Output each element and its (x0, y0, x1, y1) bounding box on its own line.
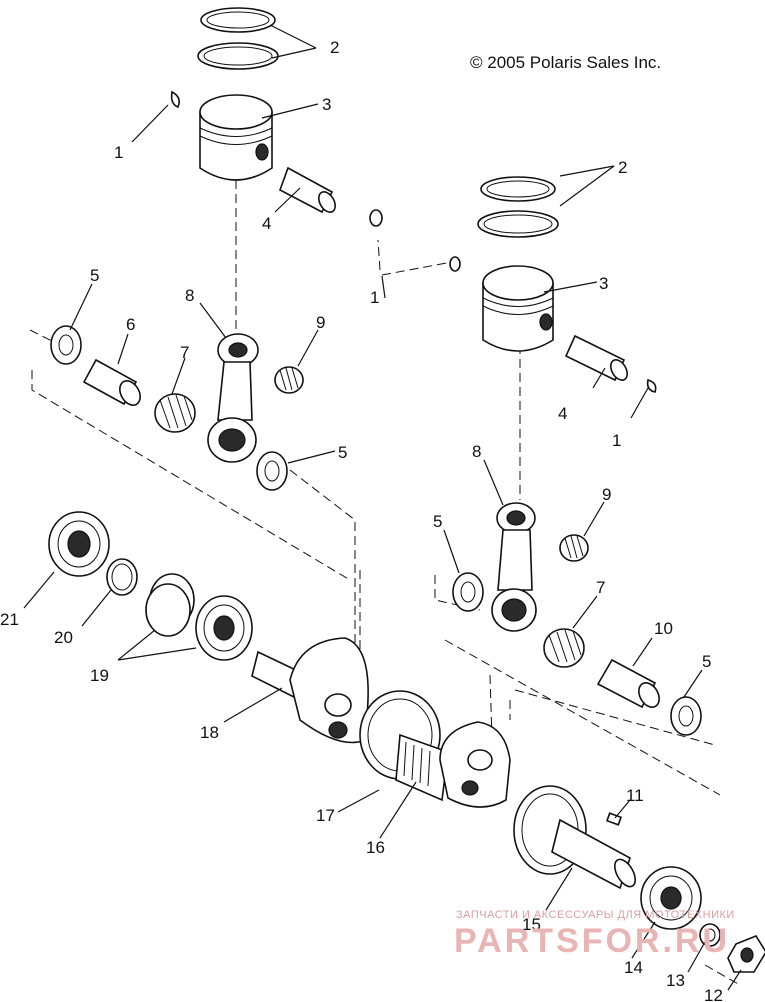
main-bearing-right (640, 866, 702, 930)
callout-4-top: 4 (262, 214, 271, 233)
callout-5-left-top: 5 (90, 266, 99, 285)
main-bearing-left-inner (195, 595, 253, 661)
thrust-washer-right-2 (670, 696, 702, 736)
crankshaft-left-half (251, 637, 369, 744)
callout-4-right: 4 (558, 404, 567, 423)
piston-right (482, 265, 554, 352)
callout-3-top: 3 (322, 95, 331, 114)
callout-1-middle: 1 (370, 288, 379, 307)
wrist-pin-clip-top-right (369, 209, 383, 227)
thrust-washer-right-1 (452, 572, 484, 612)
assembly-dash-lines (29, 180, 741, 986)
nut-right (727, 935, 765, 973)
main-bearing-left (48, 511, 110, 577)
connecting-rod-right (491, 502, 537, 632)
callout-5-left-bottom: 5 (338, 443, 347, 462)
callout-8-right: 8 (472, 442, 481, 461)
copyright-text: © 2005 Polaris Sales Inc. (470, 53, 661, 72)
watermark-tagline: ЗАПЧАСТИ И АКСЕССУАРЫ ДЛЯ МОТОТЕХНИКИ (456, 909, 735, 921)
crankshaft-middle-web (439, 721, 511, 808)
watermark: ЗАПЧАСТИ И АКСЕССУАРЫ ДЛЯ МОТОТЕХНИКИ PA… (454, 909, 735, 960)
callout-2-top: 2 (330, 38, 339, 57)
callout-13: 13 (666, 971, 685, 990)
callout-1-right: 1 (612, 431, 621, 450)
crank-pin-right (596, 658, 660, 709)
piston-top (199, 94, 273, 181)
wrist-pin-clip-top-left (170, 90, 180, 109)
callout-11: 11 (626, 786, 644, 805)
snap-rings-left (145, 573, 195, 637)
callout-15: 15 (522, 915, 541, 934)
woodruff-key (605, 812, 623, 826)
wrist-pin-top (279, 166, 336, 214)
callout-18: 18 (200, 723, 219, 742)
crank-seal-center (359, 690, 449, 802)
callout-1-top: 1 (114, 143, 123, 162)
callout-5-right-bottom: 5 (702, 652, 711, 671)
callout-12: 12 (704, 986, 723, 1002)
needle-bearing-left-big (154, 393, 196, 433)
piston-rings-top (197, 7, 279, 70)
wrist-pin-clip-right-right (646, 378, 657, 393)
callout-10: 10 (654, 619, 673, 638)
thrust-washer-left-2 (256, 451, 288, 491)
callout-19: 19 (90, 666, 109, 685)
retaining-ring-left (106, 558, 138, 596)
needle-bearing-right-big (543, 628, 585, 668)
callout-9-right: 9 (602, 485, 611, 504)
crankshaft-right-half (513, 785, 637, 890)
needle-bearing-right-small (559, 534, 589, 562)
callout-5-right-top: 5 (433, 512, 442, 531)
piston-rings-right (477, 176, 559, 238)
callout-16: 16 (366, 838, 385, 857)
callout-8-left: 8 (185, 286, 194, 305)
needle-bearing-left-small (274, 366, 304, 394)
callout-3-right: 3 (599, 274, 608, 293)
callout-17: 17 (316, 806, 335, 825)
wrist-pin-right (564, 334, 628, 382)
leader-lines (23, 24, 742, 991)
connecting-rod-left (207, 333, 259, 463)
crank-pin-left (82, 358, 141, 406)
washer-right (699, 923, 721, 947)
callout-9-left: 9 (316, 313, 325, 332)
callout-14: 14 (624, 958, 643, 977)
watermark-brand: PARTSFOR.RU (454, 922, 730, 960)
callout-2-right: 2 (618, 158, 627, 177)
callout-7-right: 7 (596, 578, 605, 597)
callout-20: 20 (54, 628, 73, 647)
callout-6: 6 (126, 315, 135, 334)
callout-21: 21 (0, 610, 19, 629)
callout-numbers: 2 3 1 4 2 3 1 4 1 5 6 7 8 9 5 8 9 5 7 10… (0, 38, 723, 1002)
wrist-pin-clip-right-left (449, 256, 461, 272)
thrust-washer-left-1 (50, 325, 82, 365)
callout-7-left: 7 (180, 343, 189, 362)
